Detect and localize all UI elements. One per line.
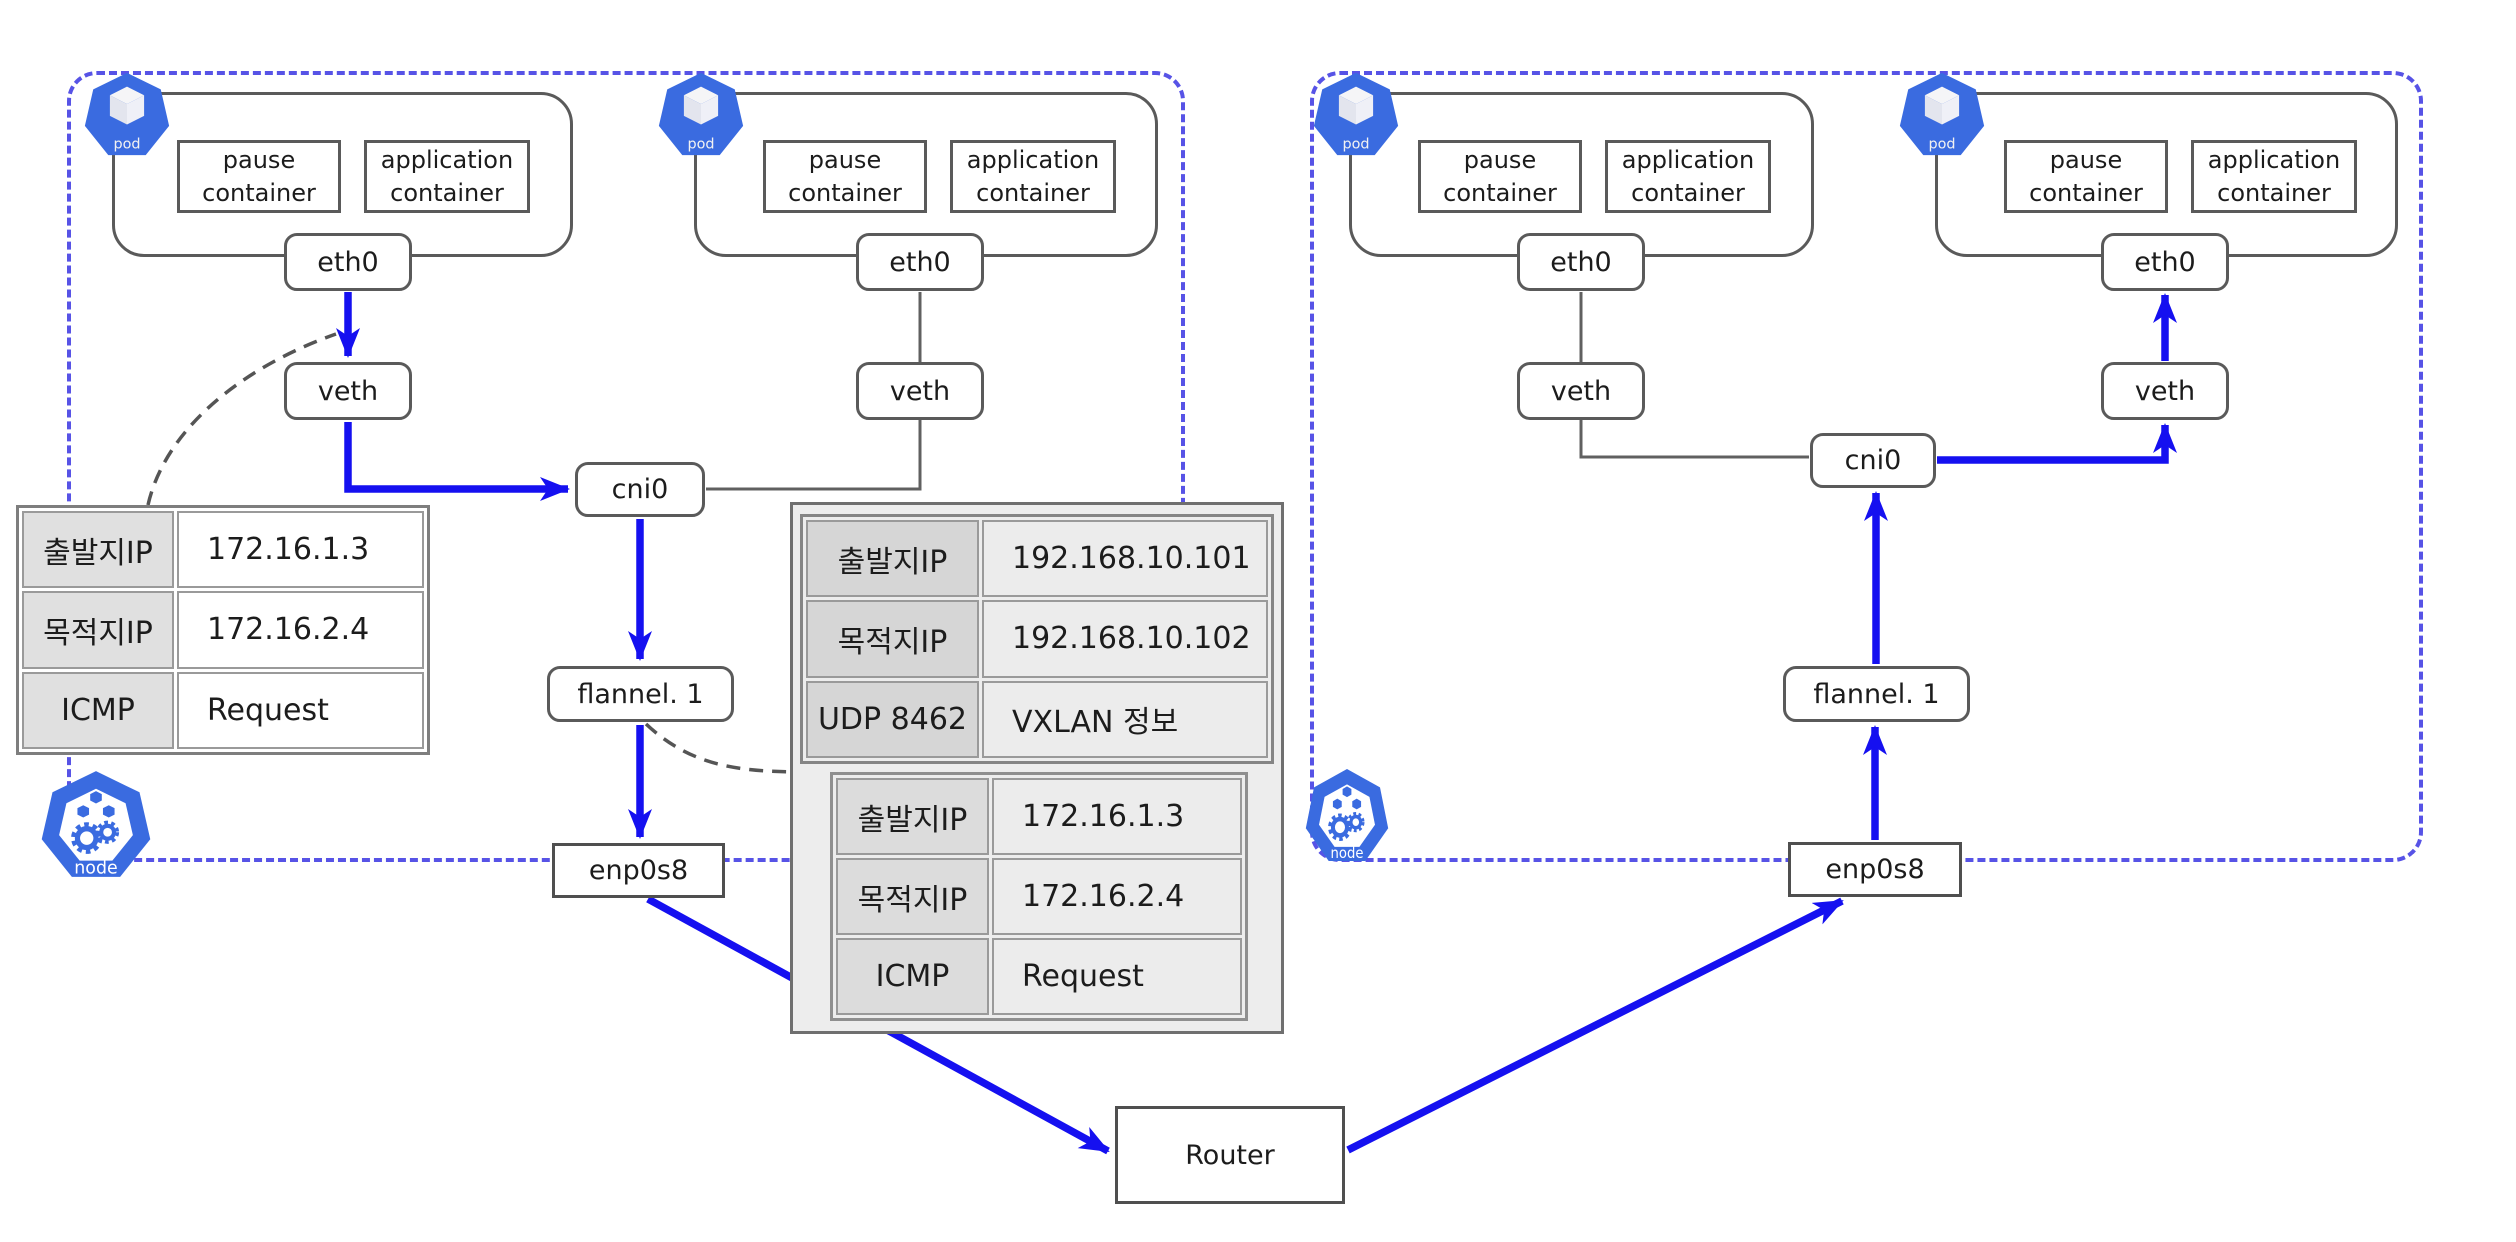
cni0-bridge-box: cni0 <box>1810 433 1936 488</box>
enp0s8-interface-box: enp0s8 <box>552 843 725 898</box>
callout-curve-vxlan-packet <box>644 722 806 774</box>
table-row-value: Request <box>177 671 424 749</box>
node-icon: node <box>41 771 151 878</box>
flannel-interface-box: flannel. 1 <box>547 666 734 722</box>
pod-icon-label: pod <box>1342 137 1369 153</box>
pod-icon: pod <box>1313 72 1399 156</box>
pod-icon: pod <box>84 72 170 156</box>
flow-arrow-router-to-enp0s8 <box>1346 897 1844 1154</box>
table-row-value: 192.168.10.101 <box>982 520 1268 598</box>
table-row-value: 192.168.10.102 <box>982 600 1268 678</box>
pod-icon-label: pod <box>1928 137 1955 153</box>
table-row-label: 목적지IP <box>806 600 979 678</box>
table-row-label: 목적지IP <box>22 591 174 669</box>
link-veth-cni0-pod3 <box>1579 420 1809 459</box>
table-row-label: 출발지IP <box>22 511 174 589</box>
eth0-interface-box: eth0 <box>284 233 412 291</box>
eth0-interface-box: eth0 <box>2101 233 2229 291</box>
router-box: Router <box>1115 1106 1345 1204</box>
pod-icon-label: pod <box>687 137 714 153</box>
link-veth-cni0-pod2 <box>706 420 922 491</box>
table-row-label: ICMP <box>836 938 989 1015</box>
table-row-value: 172.16.1.3 <box>177 511 424 589</box>
node-icon: node <box>1305 769 1389 862</box>
flow-arrow-cni0-to-veth-right <box>1937 423 2177 464</box>
pause-container-box: pause container <box>1418 140 1582 213</box>
enp0s8-interface-box: enp0s8 <box>1788 842 1962 897</box>
callout-curve-pod-packet <box>146 332 337 506</box>
pod-icon-label: pod <box>113 137 140 153</box>
veth-interface-box: veth <box>284 362 412 420</box>
veth-interface-box: veth <box>2101 362 2229 420</box>
table-row-label: UDP 8462 <box>806 680 979 758</box>
table-row-value: 172.16.2.4 <box>992 858 1242 935</box>
application-container-box: application container <box>950 140 1116 213</box>
cni0-bridge-box: cni0 <box>575 462 705 517</box>
veth-interface-box: veth <box>1517 362 1645 420</box>
pause-container-box: pause container <box>763 140 927 213</box>
table-row-value: Request <box>992 938 1242 1015</box>
table-row-label: 목적지IP <box>836 858 989 935</box>
application-container-box: application container <box>1605 140 1771 213</box>
table-row-label: 출발지IP <box>806 520 979 598</box>
pause-container-box: pause container <box>2004 140 2168 213</box>
node-icon-label: node <box>1331 845 1364 862</box>
flow-arrow-veth-to-cni0 <box>344 422 570 501</box>
vxlan-header-table: 출발지IP 192.168.10.101 목적지IP 192.168.10.10… <box>800 514 1274 764</box>
veth-interface-box: veth <box>856 362 984 420</box>
eth0-interface-box: eth0 <box>1517 233 1645 291</box>
application-container-box: application container <box>364 140 530 213</box>
pause-container-box: pause container <box>177 140 341 213</box>
application-container-box: application container <box>2191 140 2357 213</box>
eth0-interface-box: eth0 <box>856 233 984 291</box>
node-icon-label: node <box>74 858 117 878</box>
pod-packet-table: 출발지IP 172.16.1.3 목적지IP 172.16.2.4 ICMP R… <box>16 505 430 755</box>
encapsulated-packet-table: 출발지IP 172.16.1.3 목적지IP 172.16.2.4 ICMP R… <box>830 772 1248 1021</box>
pod-icon: pod <box>658 72 744 156</box>
table-row-label: ICMP <box>22 671 174 749</box>
table-row-label: 출발지IP <box>836 778 989 855</box>
flannel-interface-box: flannel. 1 <box>1783 666 1970 722</box>
table-row-value: 172.16.1.3 <box>992 778 1242 855</box>
table-row-value: VXLAN 정보 <box>982 680 1268 758</box>
table-row-value: 172.16.2.4 <box>177 591 424 669</box>
pod-icon: pod <box>1899 72 1985 156</box>
